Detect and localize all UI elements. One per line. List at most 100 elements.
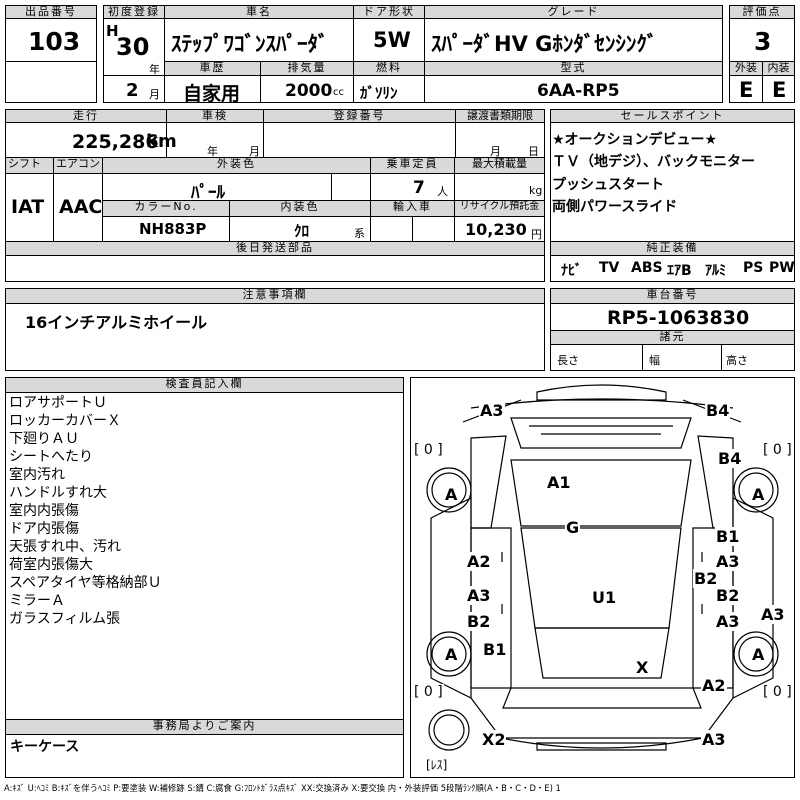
inspector-note: 荷室内張傷大 [9, 557, 93, 573]
shift-header: シフト [5, 157, 54, 174]
inspector-note: シートへたり [9, 449, 93, 465]
capacity-cell: 7 人 [370, 173, 455, 201]
damage-mark: B1 [715, 527, 741, 546]
damage-mark: A3 [715, 612, 741, 631]
damage-mark: [ﾚｽ] [425, 756, 449, 773]
transfer-deadline-header: 譲渡書類期限 [455, 109, 545, 123]
fuel-header: 燃料 [353, 61, 425, 76]
mileage-cell: 225,286 km [5, 122, 177, 158]
score-value: 3 [754, 27, 772, 56]
inspector-note: 天張すれ中、汚れ [9, 539, 121, 555]
inspection-cell: 年 月 [166, 122, 264, 158]
damage-mark: X2 [481, 730, 507, 749]
genuine-cell: ﾅﾋﾞ TV ABS ｴｱB ｱﾙﾐ PS PW [550, 255, 795, 282]
length-label: 長さ [557, 354, 579, 367]
color-no-value: NH883P [139, 220, 207, 238]
car-name-cell: ｽﾃｯﾌﾟﾜｺﾞﾝｽﾊﾟｰﾀﾞ [164, 18, 354, 62]
lot-no-header: 出品番号 [5, 5, 97, 19]
width-cell: 幅 [642, 344, 722, 371]
fuel-value: ｶﾞｿﾘﾝ [360, 84, 398, 102]
yen-unit: 円 [531, 228, 542, 241]
int-color-value: ｸﾛ [294, 222, 310, 240]
color-no-cell: NH883P [102, 216, 230, 242]
grade-value: ｽﾊﾟｰﾀﾞHV Gﾎﾝﾀﾞｾﾝｼﾝｸﾞ [431, 32, 658, 56]
inspector-note: スペアタイヤ等格納部Ｕ [9, 575, 162, 591]
shift-cell: IAT [5, 173, 54, 242]
door-value: 5W [373, 28, 411, 52]
year-value: 30 [116, 33, 150, 61]
damage-mark: X [635, 658, 650, 677]
month-value: 2 [126, 80, 139, 101]
int-color-header: 内装色 [229, 200, 371, 217]
grade-header: グレード [424, 5, 723, 19]
grade-cell: ｽﾊﾟｰﾀﾞHV Gﾎﾝﾀﾞｾﾝｼﾝｸﾞ [424, 18, 723, 62]
month-unit: 月 [149, 88, 160, 101]
damage-mark: [ 0 ] [762, 684, 793, 700]
damage-mark: B2 [693, 569, 719, 588]
office-header: 事務局よりご案内 [5, 719, 404, 735]
dims-header: 諸元 [550, 330, 795, 345]
legend-text: A:ｷｽﾞ U:ﾍｺﾐ B:ｷｽﾞを伴うﾍｺﾐ P:要塗装 W:補修跡 S:錆 … [4, 783, 561, 793]
chassis-value: RP5-1063830 [607, 307, 750, 329]
damage-mark: B2 [466, 612, 492, 631]
kg-unit: kg [529, 184, 543, 197]
car-diagram [426, 384, 779, 751]
transfer-deadline-cell: 月 日 [455, 122, 545, 158]
car-name-value: ｽﾃｯﾌﾟﾜｺﾞﾝｽﾊﾟｰﾀﾞ [171, 32, 329, 56]
exterior-grade-value: E [739, 78, 754, 102]
sales-points-cell: ★オークションデビュー★ ＴＶ（地デジ）、バックモニター プッシュスタート 両側… [550, 122, 795, 242]
first-reg-header: 初度登録 [103, 5, 165, 19]
first-reg-cell: H 30 年 [103, 18, 165, 76]
damage-mark: B2 [715, 586, 741, 605]
inspector-note: ロッカーカバーＸ [9, 413, 121, 429]
exterior-header: 外装 [729, 61, 763, 76]
score-header: 評価点 [729, 5, 795, 19]
damage-mark: A3 [715, 552, 741, 571]
interior-grade-cell: E [762, 75, 795, 103]
length-cell: 長さ [550, 344, 643, 371]
ext-color-cell: ﾊﾟｰﾙ [102, 173, 332, 203]
kei-unit: 系 [354, 227, 365, 240]
ext-color-value: ﾊﾟｰﾙ [191, 183, 225, 203]
car-diagram-frame: A3 B4 [ 0 ] [ 0 ] B4 A1 A A G B1 A2 A3 B… [410, 377, 795, 778]
cc-unit: cc [333, 87, 344, 98]
interior-grade-value: E [772, 78, 787, 102]
door-cell: 5W [353, 18, 425, 62]
chassis-header: 車台番号 [550, 288, 795, 304]
import-cell-a [370, 216, 413, 242]
car-name-header: 車名 [164, 5, 354, 19]
caution-header: 注意事項欄 [5, 288, 545, 304]
chassis-cell: RP5-1063830 [550, 303, 795, 331]
mileage-header: 走行 [5, 109, 167, 123]
sales-point-4: 両側パワースライド [552, 199, 678, 215]
damage-mark: A1 [546, 473, 572, 492]
aircon-header: エアコン [53, 157, 103, 174]
recycle-value: 10,230 [465, 220, 527, 239]
lot-no-blank [5, 61, 97, 103]
recycle-header: リサイクル預託金 [454, 200, 545, 217]
equip-alloy: ｱﾙﾐ [705, 263, 726, 279]
aircon-cell: AAC [53, 173, 103, 242]
shift-value: IAT [11, 196, 45, 218]
damage-mark: A2 [466, 552, 492, 571]
equip-tv: TV [599, 260, 620, 276]
history-cell: 自家用 [164, 75, 261, 105]
displacement-header: 排気量 [260, 61, 354, 76]
lot-no-value: 103 [28, 27, 81, 56]
capacity-header: 乗車定員 [370, 157, 455, 174]
fuel-cell: ｶﾞｿﾘﾝ [353, 75, 425, 103]
damage-mark: A3 [701, 730, 727, 749]
interior-header: 内装 [762, 61, 795, 76]
ext-color-blank [331, 173, 371, 201]
max-load-cell: kg [454, 173, 545, 201]
damage-mark: [ 0 ] [413, 442, 444, 458]
month-cell: 2 月 [103, 75, 165, 103]
reg-no-header: 登録番号 [263, 109, 456, 123]
year-unit: 年 [149, 63, 160, 76]
later-parts-cell [5, 255, 545, 282]
office-note: キーケース [10, 739, 80, 755]
damage-mark: G [565, 518, 581, 537]
office-cell: キーケース [5, 734, 404, 778]
equip-ps: PS [743, 260, 764, 276]
sales-point-3: プッシュスタート [552, 177, 664, 193]
